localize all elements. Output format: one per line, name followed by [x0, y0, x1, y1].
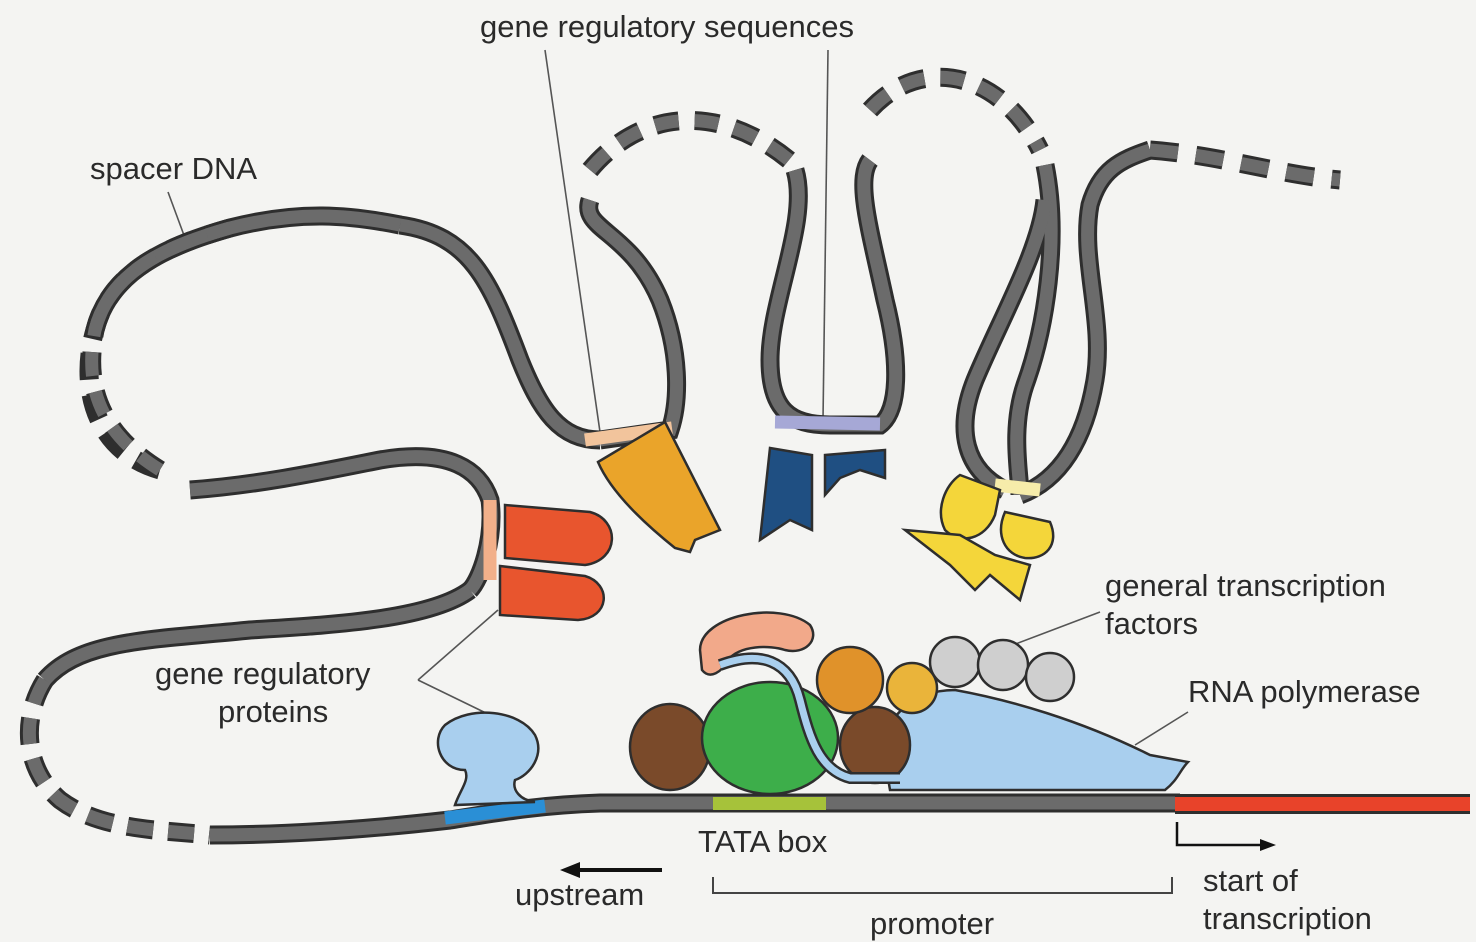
annotation-marks: [560, 822, 1276, 893]
leader-spacer-dna: [168, 192, 185, 238]
label-start-of-transcription-2: transcription: [1203, 900, 1372, 937]
red-protein-bottom: [500, 566, 604, 620]
label-tata-box: TATA box: [698, 823, 827, 860]
label-rna-polymerase: RNA polymerase: [1188, 673, 1421, 710]
label-spacer-dna: spacer DNA: [90, 150, 257, 187]
orange-factor-large: [817, 647, 883, 713]
label-gene-regulatory-sequences: gene regulatory sequences: [480, 8, 854, 45]
leader-rna-polymerase: [1135, 712, 1188, 745]
label-promoter: promoter: [870, 905, 994, 942]
start-arrow-shaft: [1177, 822, 1262, 845]
transcribed-region: [1175, 797, 1470, 811]
leader-regulatory-protein-red: [418, 610, 498, 680]
promoter-bracket: [713, 877, 1172, 893]
tata-box-segment: [713, 797, 826, 810]
label-general-transcription-factors-1: general transcription: [1105, 567, 1386, 604]
leader-regulatory-sequence-left: [545, 50, 600, 432]
label-upstream: upstream: [515, 876, 644, 913]
label-general-transcription-factors-2: factors: [1105, 605, 1198, 642]
brown-factor-right: [840, 707, 910, 783]
grey-factor-1: [930, 637, 980, 687]
blue-regulatory-protein: [438, 713, 538, 805]
start-arrow-head: [1260, 839, 1276, 851]
red-protein-top: [505, 505, 612, 565]
yellow-protein-right: [1001, 512, 1053, 558]
navy-protein-right: [825, 450, 885, 495]
regulatory-sequence-yellow: [995, 485, 1040, 490]
label-gene-regulatory-proteins-2: proteins: [218, 693, 328, 730]
grey-factor-2: [978, 640, 1028, 690]
leader-general-factors: [1005, 612, 1100, 648]
leader-regulatory-protein-blue: [418, 680, 490, 715]
orange-factor-small: [887, 663, 937, 713]
regulatory-sequence-navy: [775, 422, 880, 424]
grey-factor-3: [1026, 653, 1074, 701]
label-start-of-transcription-1: start of: [1203, 862, 1298, 899]
brown-factor-left: [630, 704, 710, 790]
navy-protein-left: [760, 448, 812, 540]
peach-factor: [700, 613, 813, 675]
leader-regulatory-sequence-center: [823, 50, 828, 420]
label-gene-regulatory-proteins-1: gene regulatory: [155, 655, 370, 692]
